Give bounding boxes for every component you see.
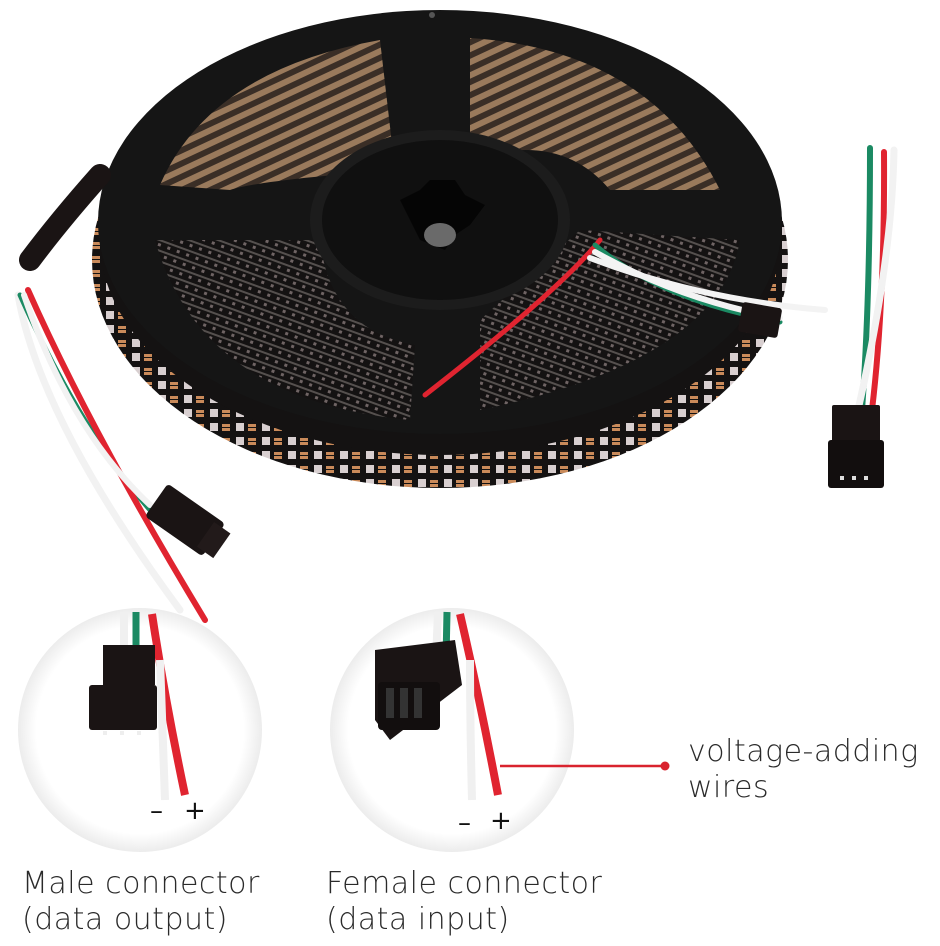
left-male-connector xyxy=(146,485,231,559)
male-connector-caption: Male connector (data output) xyxy=(22,866,260,938)
female-plus-mark: + xyxy=(490,806,512,836)
voltage-annotation-line1: voltage-adding xyxy=(688,734,919,769)
reel-plate xyxy=(98,10,782,434)
right-pigtail xyxy=(828,145,898,488)
male-caption-subtitle: (data output) xyxy=(22,902,228,937)
left-pigtail-wires xyxy=(14,164,208,623)
male-connector-detail xyxy=(18,608,262,852)
voltage-annotation: voltage-adding wires xyxy=(688,734,919,806)
reel-input-wires xyxy=(422,237,828,398)
male-caption-title: Male connector xyxy=(22,866,260,901)
male-plus-mark: + xyxy=(184,796,206,826)
voltage-wire-pointer xyxy=(500,761,670,771)
female-connector-caption: Female connector (data input) xyxy=(326,866,602,938)
female-connector-detail xyxy=(330,608,574,852)
female-caption-title: Female connector xyxy=(326,866,603,901)
male-minus-mark: – xyxy=(150,796,163,826)
voltage-annotation-line2: wires xyxy=(688,770,770,805)
female-caption-subtitle: (data input) xyxy=(326,902,510,937)
female-minus-mark: – xyxy=(458,808,471,838)
